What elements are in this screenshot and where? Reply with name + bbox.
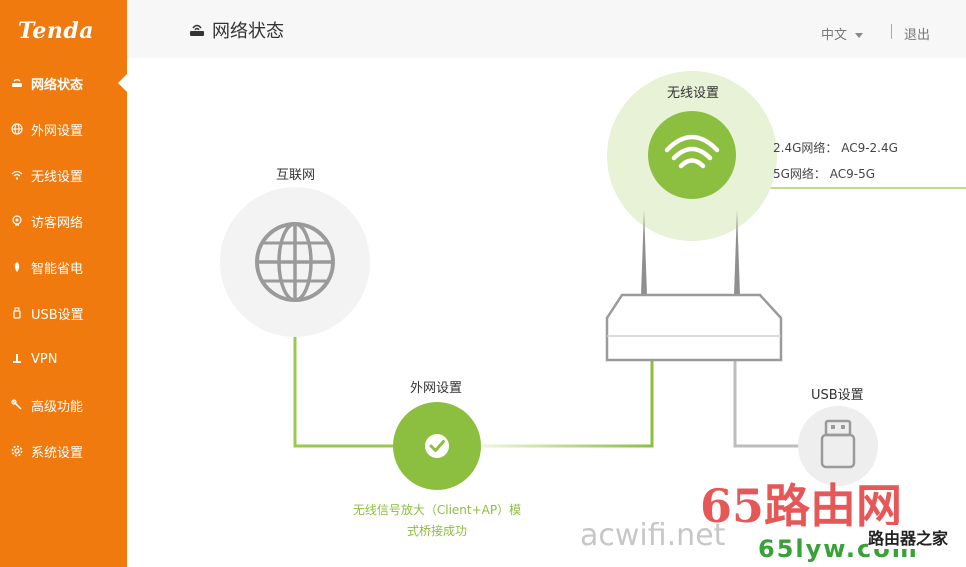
ssid-24g: 2.4G网络： AC9-2.4G [773, 141, 898, 155]
ssid-5g: 5G网络： AC9-5G [773, 167, 876, 181]
sidebar-item-advanced[interactable]: 高级功能 [0, 382, 127, 428]
sidebar-item-network-status[interactable]: 网络状态 [0, 60, 127, 106]
wan-status-text: 无线信号放大（Client+AP）模 式桥接成功 [332, 500, 542, 542]
check-circle-icon [425, 434, 449, 458]
watermark-brand: 65路由网 [700, 479, 903, 533]
sidebar-item-wan[interactable]: 外网设置 [0, 106, 127, 152]
power-save-icon [10, 260, 24, 274]
sidebar-item-label: 访客网络 [31, 215, 84, 231]
router-icon[interactable] [605, 210, 783, 362]
router-status-icon [190, 24, 204, 36]
wifi-icon [664, 134, 720, 169]
usb-drive-icon [820, 419, 856, 469]
wan-router-link [480, 360, 654, 448]
sidebar-item-label: 系统设置 [31, 445, 84, 461]
check-icon [429, 440, 445, 452]
internet-label: 互联网 [276, 168, 316, 183]
sidebar-item-label: 高级功能 [31, 399, 84, 415]
header-divider [891, 24, 892, 39]
wifi-icon [10, 168, 24, 182]
wan-status-line-2: 式桥接成功 [406, 524, 467, 538]
guest-icon [10, 214, 24, 228]
sidebar-item-usb[interactable]: USB设置 [0, 290, 127, 336]
usb-node[interactable] [798, 406, 878, 486]
language-label: 中文 [821, 28, 848, 43]
globe-icon[interactable] [255, 222, 335, 302]
sidebar-item-label: VPN [31, 351, 58, 367]
chevron-down-icon [855, 33, 864, 38]
usb-icon [10, 306, 24, 320]
globe-icon [10, 122, 24, 136]
tools-icon [10, 398, 24, 412]
sidebar: Tenda 网络状态 外网设置 无线设置 访客网络 [0, 0, 127, 567]
usb-label: USB设置 [811, 388, 864, 403]
router-usb-link [733, 360, 800, 448]
language-selector[interactable]: 中文 [821, 24, 864, 43]
wan-status-line-1: 无线信号放大（Client+AP）模 [352, 503, 522, 517]
sidebar-nav: 网络状态 外网设置 无线设置 访客网络 智能省电 [0, 60, 127, 474]
gear-icon [10, 444, 24, 458]
sidebar-item-label: USB设置 [31, 307, 84, 323]
sidebar-item-system[interactable]: 系统设置 [0, 428, 127, 474]
wan-label: 外网设置 [410, 381, 463, 396]
tenda-logo: Tenda [18, 18, 94, 44]
sidebar-item-wireless[interactable]: 无线设置 [0, 152, 127, 198]
header-bar: 网络状态 中文 退出 [127, 0, 966, 58]
wireless-node[interactable] [648, 111, 736, 199]
sidebar-item-label: 无线设置 [31, 169, 84, 185]
sidebar-item-vpn[interactable]: VPN [0, 336, 127, 382]
vpn-icon [10, 352, 24, 366]
logout-link[interactable]: 退出 [904, 28, 931, 43]
sidebar-item-guest[interactable]: 访客网络 [0, 198, 127, 244]
wireless-label: 无线设置 [667, 86, 720, 101]
watermark-domain: acwifi.net [580, 518, 726, 553]
internet-wan-link [293, 300, 395, 448]
sidebar-item-label: 网络状态 [31, 77, 84, 93]
sidebar-item-power-save[interactable]: 智能省电 [0, 244, 127, 290]
watermark-site: 路由器之家 [868, 525, 949, 549]
sidebar-item-label: 智能省电 [31, 261, 84, 277]
page-title: 网络状态 [212, 21, 284, 42]
sidebar-item-label: 外网设置 [31, 123, 84, 139]
network-status-icon [10, 76, 24, 90]
